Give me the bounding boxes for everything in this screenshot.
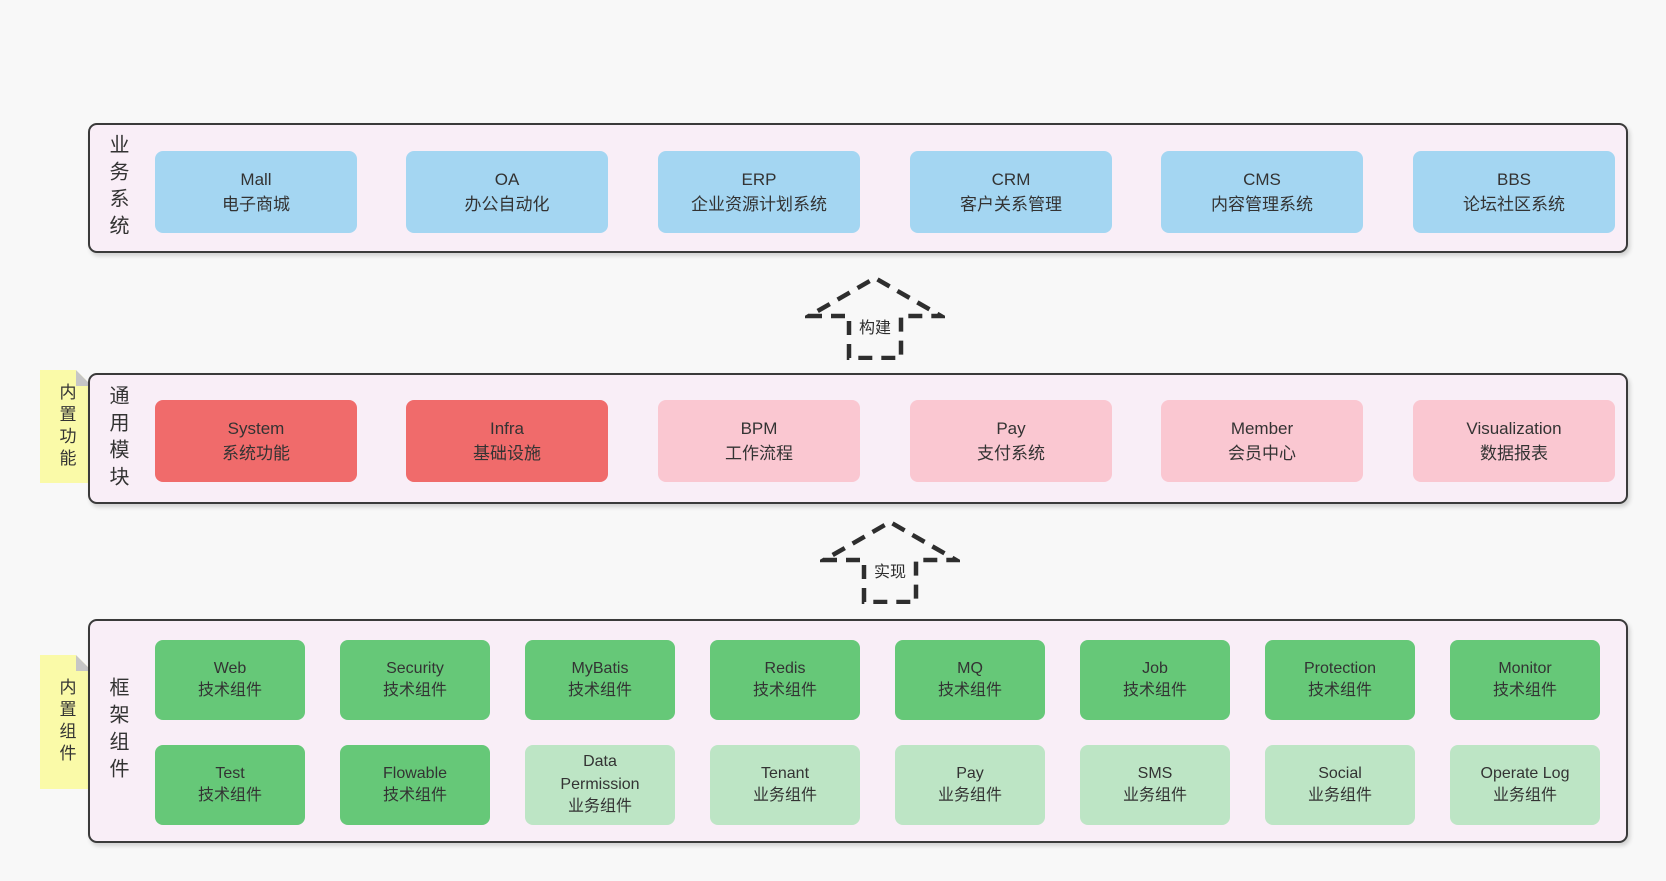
box-title: OA (494, 169, 520, 189)
box-subtitle: 业务组件 (567, 798, 632, 816)
implement-arrow-label: 实现 (820, 558, 960, 582)
box-mall: Mall 电子商城 (155, 151, 357, 233)
box-title: Security (386, 659, 444, 677)
box-web: Web 技术组件 (155, 640, 305, 720)
box-subtitle: 技术组件 (197, 682, 262, 699)
box-subtitle: 业务组件 (752, 787, 817, 804)
box-subtitle: 业务组件 (937, 787, 1002, 804)
box-redis: Redis 技术组件 (710, 640, 860, 720)
box-title: Data Permission (560, 753, 640, 793)
box-system: System 系统功能 (155, 400, 357, 482)
panel-framework-components-label: 框架组件 (106, 677, 128, 785)
box-title: Member (1230, 418, 1294, 438)
box-operate-log: Operate Log 业务组件 (1450, 745, 1600, 825)
box-title: Job (1142, 659, 1168, 677)
box-protection: Protection 技术组件 (1265, 640, 1415, 720)
box-crm: CRM 客户关系管理 (910, 151, 1112, 233)
box-member: Member 会员中心 (1161, 400, 1363, 482)
built-in-features-tag: 内置功能 (40, 370, 92, 483)
box-flowable: Flowable 技术组件 (340, 745, 490, 825)
box-subtitle: 技术组件 (197, 787, 262, 804)
box-title: BBS (1496, 169, 1532, 189)
box-subtitle: 技术组件 (382, 787, 447, 804)
box-title: Redis (764, 659, 806, 677)
box-subtitle: 内容管理系统 (1211, 195, 1313, 214)
box-subtitle: 技术组件 (1492, 682, 1557, 699)
box-subtitle: 数据报表 (1480, 444, 1548, 463)
box-title: Protection (1303, 659, 1377, 677)
box-cms: CMS 内容管理系统 (1161, 151, 1363, 233)
box-subtitle: 技术组件 (382, 682, 447, 699)
box-title: CMS (1243, 169, 1281, 189)
box-subtitle: 工作流程 (725, 444, 793, 463)
box-test: Test 技术组件 (155, 745, 305, 825)
box-tenant: Tenant 业务组件 (710, 745, 860, 825)
box-data-permission: Data Permission 业务组件 (525, 745, 675, 825)
box-subtitle: 基础设施 (473, 444, 541, 463)
box-title: Web (213, 659, 247, 677)
box-subtitle: 支付系统 (977, 444, 1045, 463)
box-title: ERP (741, 169, 777, 189)
box-title: MyBatis (571, 659, 629, 677)
box-title: Test (215, 764, 245, 782)
box-subtitle: 业务组件 (1122, 787, 1187, 804)
panel-common-modules: 通用模块 System 系统功能 Infra 基础设施 BPM 工作流程 Pay… (88, 373, 1628, 504)
box-pay-module: Pay 支付系统 (910, 400, 1112, 482)
box-security: Security 技术组件 (340, 640, 490, 720)
box-subtitle: 企业资源计划系统 (691, 195, 827, 214)
box-subtitle: 技术组件 (1122, 682, 1187, 699)
box-title: Infra (489, 418, 525, 438)
box-subtitle: 办公自动化 (464, 195, 550, 214)
build-arrow-icon (805, 275, 945, 360)
box-subtitle: 技术组件 (752, 682, 817, 699)
box-subtitle: 论坛社区系统 (1463, 195, 1565, 214)
box-title: Tenant (760, 764, 810, 782)
box-title: Pay (956, 764, 984, 782)
panel-common-modules-label: 通用模块 (106, 384, 128, 493)
box-title: Flowable (382, 764, 448, 782)
box-title: Social (1318, 764, 1362, 782)
box-bbs: BBS 论坛社区系统 (1413, 151, 1615, 233)
build-arrow-label: 构建 (805, 314, 945, 338)
panel-business-systems: 业务系统 Mall 电子商城 OA 办公自动化 ERP 企业资源计划系统 CRM… (88, 123, 1628, 253)
box-title: Operate Log (1480, 764, 1570, 782)
box-subtitle: 系统功能 (222, 444, 290, 463)
box-title: MQ (957, 659, 983, 677)
box-visualization: Visualization 数据报表 (1413, 400, 1615, 482)
implement-arrow-icon (820, 519, 960, 604)
box-bpm: BPM 工作流程 (658, 400, 860, 482)
box-oa: OA 办公自动化 (406, 151, 608, 233)
box-job: Job 技术组件 (1080, 640, 1230, 720)
box-title: Visualization (1466, 418, 1562, 438)
box-subtitle: 电子商城 (222, 195, 290, 214)
panel-business-systems-label: 业务系统 (106, 134, 128, 242)
box-social: Social 业务组件 (1265, 745, 1415, 825)
box-title: System (227, 418, 285, 438)
box-sms: SMS 业务组件 (1080, 745, 1230, 825)
box-title: Monitor (1498, 659, 1552, 677)
box-subtitle: 会员中心 (1228, 444, 1296, 463)
box-subtitle: 业务组件 (1492, 787, 1557, 804)
built-in-components-tag: 内置组件 (40, 655, 92, 789)
box-title: BPM (740, 418, 778, 438)
box-subtitle: 技术组件 (1307, 682, 1372, 699)
box-title: Pay (996, 418, 1026, 438)
box-monitor: Monitor 技术组件 (1450, 640, 1600, 720)
box-subtitle: 技术组件 (567, 682, 632, 699)
box-subtitle: 技术组件 (937, 682, 1002, 699)
box-title: Mall (240, 169, 272, 189)
box-subtitle: 客户关系管理 (960, 195, 1062, 214)
box-infra: Infra 基础设施 (406, 400, 608, 482)
box-mq: MQ 技术组件 (895, 640, 1045, 720)
box-title: CRM (991, 169, 1031, 189)
panel-framework-components: 框架组件 Web 技术组件 Security 技术组件 MyBatis 技术组件… (88, 619, 1628, 843)
box-mybatis: MyBatis 技术组件 (525, 640, 675, 720)
box-subtitle: 业务组件 (1307, 787, 1372, 804)
box-pay-component: Pay 业务组件 (895, 745, 1045, 825)
box-title: SMS (1137, 764, 1173, 782)
box-erp: ERP 企业资源计划系统 (658, 151, 860, 233)
